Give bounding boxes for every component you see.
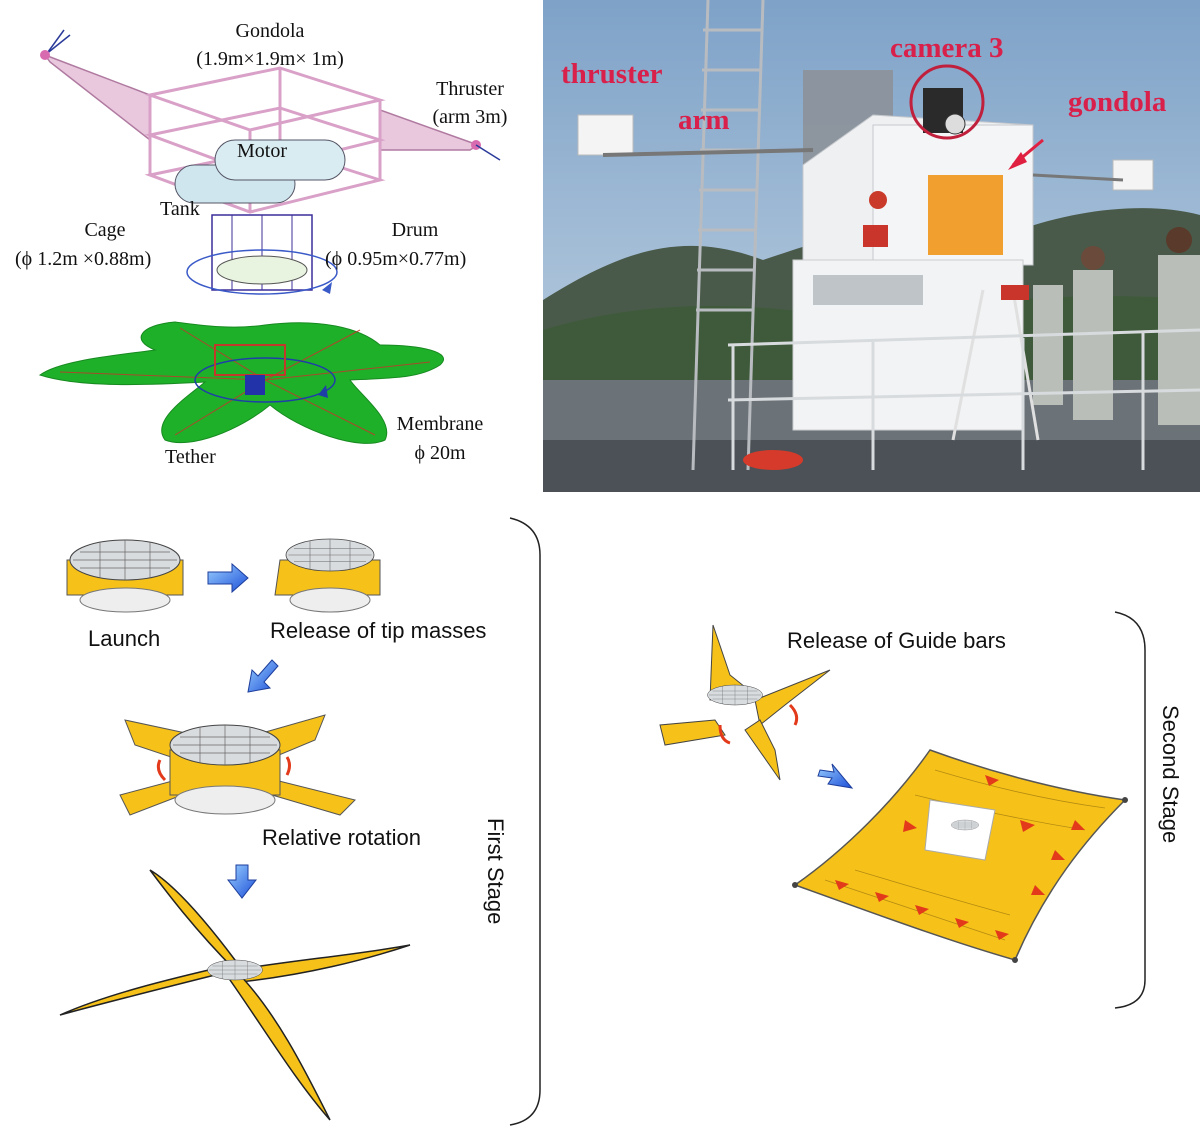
release-guide-label: Release of Guide bars	[787, 628, 1006, 653]
gondola-box	[792, 114, 1034, 431]
tank	[174, 139, 346, 204]
thruster-arm-photo	[602, 148, 814, 157]
deployment-svg	[59, 517, 1146, 1126]
second-stage-bracket	[1114, 611, 1146, 1009]
camera-3-icon	[909, 64, 985, 140]
arrow-launch-to-release	[207, 562, 249, 594]
photo-thruster-label: thruster	[561, 58, 663, 90]
gondola-photo-scene	[543, 0, 1200, 492]
membrane-size: ϕ 20m	[414, 442, 466, 464]
gondola-size: (1.9m×1.9m× 1m)	[196, 48, 344, 70]
deployment-sequence: Launch Release of tip masses Relative ro…	[0, 500, 1200, 1139]
relative-rotation-label: Relative rotation	[262, 825, 421, 850]
step-ladder	[951, 285, 1040, 441]
relative-rotation-drawing	[119, 714, 356, 816]
first-stage-bracket	[509, 517, 541, 1126]
cage-drum	[186, 214, 338, 295]
second-stage-label: Second Stage	[1158, 705, 1183, 844]
photo-gondola-label: gondola	[1068, 86, 1167, 118]
tank-label: Tank	[160, 198, 200, 220]
gondola-label: Gondola	[235, 20, 305, 42]
release-guide-drawing	[659, 624, 831, 781]
gondola-diagram: Gondola (1.9m×1.9m× 1m) Thruster (arm 3m…	[0, 0, 540, 495]
first-stage-label: First Stage	[483, 818, 508, 925]
membrane	[38, 321, 444, 444]
gondola-diagram-svg	[38, 29, 501, 444]
people	[1033, 227, 1200, 425]
thruster-left-icon	[40, 50, 50, 60]
arrow-guide-to-deployed	[817, 763, 854, 789]
drum-label: Drum	[391, 219, 439, 241]
photo-camera-label: camera 3	[890, 32, 1004, 64]
photo-arm-label: arm	[678, 104, 730, 136]
thruster-box-left	[577, 114, 634, 156]
motor-label: Motor	[237, 140, 287, 162]
thruster-box-right	[1112, 159, 1154, 191]
cage-size: (ϕ 1.2m ×0.88m)	[15, 248, 152, 270]
second-stage-sail-drawing	[792, 749, 1128, 963]
ladder	[691, 0, 765, 471]
thruster-arm-left	[42, 53, 151, 142]
gondola-photo: thruster arm camera 3 gondola	[543, 0, 1200, 492]
thruster-label: Thruster	[436, 78, 504, 100]
release-tip-label: Release of tip masses	[270, 618, 487, 643]
cage-label: Cage	[84, 219, 126, 241]
thruster-size: (arm 3m)	[432, 106, 508, 128]
release-tip-drawing	[274, 538, 381, 613]
first-stage-deployed-drawing	[59, 869, 411, 1121]
arrow-release-to-rotation	[247, 659, 279, 693]
railing	[727, 328, 1200, 470]
tether-label: Tether	[165, 446, 216, 468]
drum-size: (ϕ 0.95m×0.77m)	[325, 248, 467, 270]
arrow-rotation-to-deployed	[226, 864, 258, 899]
launch-drawing	[66, 539, 184, 613]
membrane-label: Membrane	[396, 413, 484, 435]
launch-label: Launch	[88, 626, 161, 651]
